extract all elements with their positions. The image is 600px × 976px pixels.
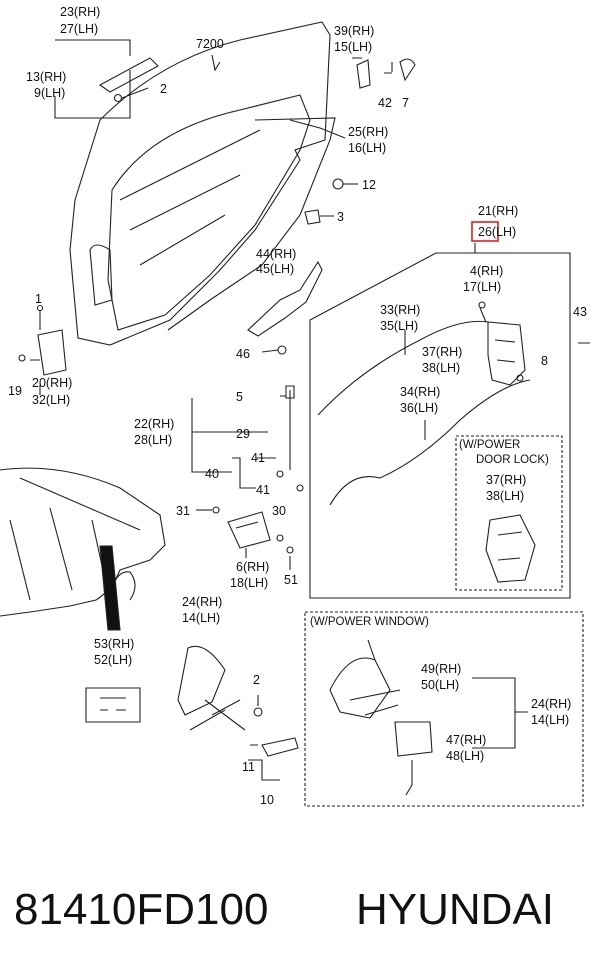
label-14lh-b: 14(LH) (531, 713, 569, 727)
label-37rh-b: 37(RH) (486, 473, 526, 487)
footer: 81410FD100 HYUNDAI (0, 870, 600, 960)
label-21rh: 21(RH) (478, 204, 518, 218)
label-44rh: 44(RH) (256, 247, 296, 261)
label-31: 31 (176, 504, 190, 518)
label-2-top: 2 (160, 82, 167, 96)
label-33rh: 33(RH) (380, 303, 420, 317)
window-regulator-power (329, 657, 401, 719)
label-20rh: 20(RH) (32, 376, 72, 390)
brand-name: HYUNDAI (356, 885, 555, 934)
label-23rh: 23(RH) (60, 5, 100, 19)
label-50lh: 50(LH) (421, 678, 459, 692)
label-7: 7 (402, 96, 409, 110)
label-18lh: 18(LH) (230, 576, 268, 590)
part-number: 81410FD100 (14, 885, 269, 934)
label-8: 8 (541, 354, 548, 368)
highlight-box (471, 221, 499, 242)
label-29: 29 (236, 427, 250, 441)
door-latch-box (309, 252, 571, 599)
label-22rh: 22(RH) (134, 417, 174, 431)
label-52lh: 52(LH) (94, 653, 132, 667)
door-hinge (30, 329, 67, 376)
label-32lh: 32(LH) (32, 393, 70, 407)
lock-rod (317, 320, 489, 416)
window-motor (394, 721, 433, 796)
label-36lh: 36(LH) (400, 401, 438, 415)
label-40: 40 (205, 467, 219, 481)
label-49rh: 49(RH) (421, 662, 461, 676)
label-38lh-b: 38(LH) (486, 489, 524, 503)
power-door-lock-box (455, 435, 563, 591)
door-inner-panel (107, 94, 311, 331)
label-3: 3 (337, 210, 344, 224)
label-24rh-b: 24(RH) (531, 697, 571, 711)
car-silhouette (0, 467, 166, 617)
parts-diagram: 23(RH) 27(LH) 7200 39(RH) 15(LH) 13(RH) … (0, 5, 590, 807)
lock-cable (329, 379, 531, 506)
label-11: 11 (242, 760, 255, 774)
label-51: 51 (284, 573, 298, 587)
inside-handle (227, 511, 271, 549)
label-47rh: 47(RH) (446, 733, 486, 747)
label-13rh: 13(RH) (26, 70, 66, 84)
label-38lh-a: 38(LH) (422, 361, 460, 375)
label-48lh: 48(LH) (446, 749, 484, 763)
label-15lh: 15(LH) (334, 40, 372, 54)
label-53rh: 53(RH) (94, 637, 134, 651)
door-bracket (247, 260, 323, 337)
label-5: 5 (236, 390, 243, 404)
label-10: 10 (260, 793, 274, 807)
label-41-lower: 41 (256, 483, 270, 497)
label-27lh: 27(LH) (60, 22, 98, 36)
label-41-upper: 41 (251, 451, 265, 465)
label-plate (85, 687, 141, 723)
label-17lh: 17(LH) (463, 280, 501, 294)
label-1: 1 (35, 292, 42, 306)
label-19: 19 (8, 384, 22, 398)
label-39rh: 39(RH) (334, 24, 374, 38)
power-window-title: (W/POWER WINDOW) (310, 616, 429, 628)
label-46: 46 (236, 347, 250, 361)
label-42: 42 (378, 96, 392, 110)
power-door-lock-title-1: (W/POWER (459, 439, 520, 451)
label-25rh: 25(RH) (348, 125, 388, 139)
label-16lh: 16(LH) (348, 141, 386, 155)
label-37rh-a: 37(RH) (422, 345, 462, 359)
window-frame (167, 117, 336, 331)
label-34rh: 34(RH) (400, 385, 440, 399)
label-2-bottom: 2 (253, 673, 260, 687)
label-6rh: 6(RH) (236, 560, 269, 574)
label-7200: 7200 (196, 37, 224, 51)
label-24rh-a: 24(RH) (182, 595, 222, 609)
label-28lh: 28(LH) (134, 433, 172, 447)
door-outline (69, 21, 331, 346)
label-35lh: 35(LH) (380, 319, 418, 333)
label-26lh: 26(LH) (478, 225, 516, 239)
label-43: 43 (573, 305, 587, 319)
door-latch-assembly (487, 321, 526, 386)
power-window-box (304, 611, 584, 807)
window-regulator-manual (177, 645, 246, 731)
outside-handle (98, 57, 159, 93)
label-45lh: 45(LH) (256, 262, 294, 276)
label-4rh: 4(RH) (470, 264, 503, 278)
label-9lh: 9(LH) (34, 86, 65, 100)
label-14lh-a: 14(LH) (182, 611, 220, 625)
label-30: 30 (272, 504, 286, 518)
power-door-lock-title-2: DOOR LOCK) (476, 454, 549, 466)
label-12: 12 (362, 178, 376, 192)
